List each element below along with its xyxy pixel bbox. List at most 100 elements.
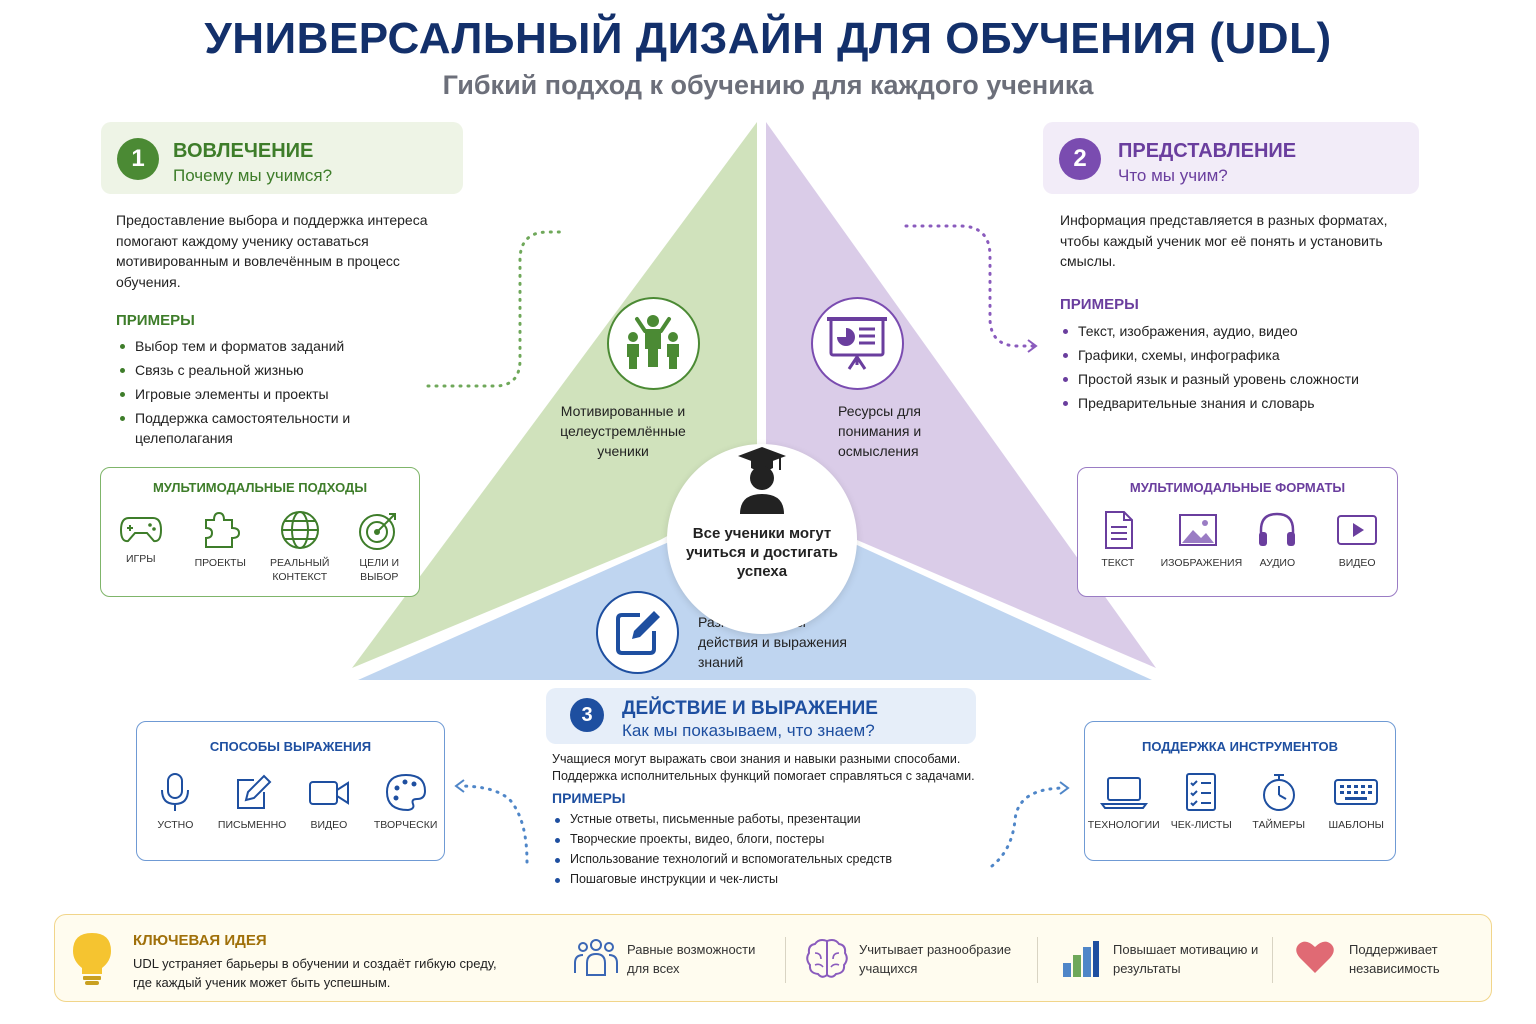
- arrow-right-bottom: [1059, 781, 1070, 795]
- feature-diversity: Учитывает разнообразие учащихся: [805, 937, 1025, 981]
- tool-timers: ТАЙМЕРЫ: [1242, 772, 1316, 832]
- expression-methods-heading: СПОСОБЫ ВЫРАЖЕНИЯ: [209, 739, 372, 754]
- approach-real-context: РЕАЛЬНЫЙ КОНТЕКСТ: [263, 510, 337, 584]
- divider: [1272, 937, 1273, 983]
- triangle-sector-engagement: [352, 122, 757, 668]
- feature-motivation: Повышает мотивацию и результаты: [1059, 937, 1259, 981]
- representation-triangle-label: Ресурсы для понимания и осмысления: [838, 403, 922, 459]
- pillar-number-1: 1: [117, 138, 159, 180]
- pillar-engagement-header: 1 ВОВЛЕЧЕНИЕ Почему мы учимся?: [101, 122, 463, 194]
- key-idea-text: UDL устраняет барьеры в обучении и созда…: [133, 956, 497, 990]
- connector-right-top: [904, 224, 1036, 348]
- approach-label: РЕАЛЬНЫЙ КОНТЕКСТ: [270, 557, 330, 583]
- palette-icon: [385, 773, 426, 812]
- format-label: ИЗОБРАЖЕНИЯ: [1160, 557, 1243, 569]
- list-item: Простой язык и разный уровень сложности: [1060, 369, 1400, 389]
- list-item: Выбор тем и форматов заданий: [117, 336, 377, 356]
- graduate-icon: [738, 447, 786, 514]
- feature-text: Поддерживает независимость: [1349, 942, 1440, 976]
- approach-projects: ПРОЕКТЫ: [183, 510, 257, 584]
- representation-circle: [811, 297, 904, 390]
- brain-icon: [806, 939, 848, 978]
- puzzle-icon: [205, 511, 241, 548]
- people-cheering-icon: [627, 315, 679, 369]
- format-label: ВИДЕО: [1338, 557, 1376, 569]
- tool-support-heading: ПОДДЕРЖКА ИНСТРУМЕНТОВ: [1142, 739, 1338, 754]
- lightbulb-icon: [73, 933, 111, 985]
- checklist-icon: [1186, 773, 1217, 811]
- page-title: УНИВЕРСАЛЬНЫЙ ДИЗАЙН ДЛЯ ОБУЧЕНИЯ (UDL): [204, 14, 1332, 63]
- divider: [785, 937, 786, 983]
- format-video: ВИДЕО: [1320, 510, 1394, 570]
- multimodal-formats-box: МУЛЬТИМОДАЛЬНЫЕ ФОРМАТЫ ТЕКСТ ИЗОБРАЖЕНИ…: [1077, 467, 1398, 597]
- approach-label: ИГРЫ: [125, 553, 156, 565]
- tool-checklists: ЧЕК-ЛИСТЫ: [1164, 772, 1238, 832]
- connector-left-top: [426, 230, 562, 388]
- edit-icon: [616, 611, 660, 655]
- page-subtitle: Гибкий подход к обучению для каждого уче…: [442, 70, 1094, 100]
- multimodal-approaches-box: МУЛЬТИМОДАЛЬНЫЕ ПОДХОДЫ ИГРЫ ПРОЕКТЫ РЕА…: [100, 467, 420, 597]
- approach-label: ЦЕЛИ И ВЫБОР: [359, 557, 400, 583]
- pillar-action-examples: Устные ответы, письменные работы, презен…: [552, 810, 972, 890]
- globe-icon: [280, 511, 319, 549]
- tool-label: ЧЕК-ЛИСТЫ: [1170, 819, 1232, 831]
- stopwatch-icon: [1262, 774, 1295, 811]
- key-idea-footer: КЛЮЧЕВАЯ ИДЕЯ UDL устраняет барьеры в об…: [54, 914, 1492, 1002]
- list-item: Связь с реальной жизнью: [117, 360, 377, 380]
- connector-left-bottom: [458, 784, 529, 864]
- pillar-engagement-examples: Выбор тем и форматов заданий Связь с реа…: [117, 336, 377, 452]
- format-label: АУДИО: [1259, 557, 1296, 569]
- feature-independence: Поддерживает независимость: [1295, 937, 1485, 981]
- pillar-representation-question: Что мы учим?: [1118, 166, 1228, 185]
- pillar-action-header: 3 ДЕЙСТВИЕ И ВЫРАЖЕНИЕ Как мы показываем…: [546, 688, 976, 744]
- format-audio: АУДИО: [1240, 510, 1314, 570]
- center-circle: Все ученики могут учиться и достигать ус…: [667, 444, 857, 634]
- center-text: Все ученики могут учиться и достигать ус…: [685, 525, 839, 580]
- document-icon: [1104, 511, 1133, 549]
- feature-text: Повышает мотивацию и результаты: [1113, 942, 1259, 976]
- approach-goals: ЦЕЛИ И ВЫБОР: [342, 510, 416, 584]
- image-icon: [1178, 514, 1217, 546]
- arrow-right-top: [1027, 339, 1038, 353]
- pillar-engagement-examples-heading: ПРИМЕРЫ: [116, 312, 195, 329]
- laptop-icon: [1099, 777, 1148, 809]
- triangle-sector-representation: [766, 122, 1156, 668]
- pillar-action-question: Как мы показываем, что знаем?: [622, 721, 875, 740]
- format-images: ИЗОБРАЖЕНИЯ: [1160, 510, 1243, 570]
- tool-label: ШАБЛОНЫ: [1328, 819, 1384, 831]
- list-item: Поддержка самостоятельности и целеполага…: [117, 408, 377, 448]
- people-icon: [574, 939, 618, 976]
- list-item: Графики, схемы, инфографика: [1060, 345, 1400, 365]
- method-written: ПИСЬМЕННО: [215, 772, 289, 832]
- pillar-representation-examples-heading: ПРИМЕРЫ: [1060, 296, 1139, 313]
- list-item: Творческие проекты, видео, блоги, постер…: [552, 830, 972, 848]
- list-item: Использование технологий и вспомогательн…: [552, 850, 972, 868]
- method-label: ПИСЬМЕННО: [217, 819, 287, 831]
- pillar-engagement-title: ВОВЛЕЧЕНИЕ: [173, 140, 314, 162]
- engagement-circle: [607, 297, 700, 390]
- pillar-representation-description: Информация представляется в разных форма…: [1060, 212, 1388, 269]
- expression-methods-box: СПОСОБЫ ВЫРАЖЕНИЯ УСТНО ПИСЬМЕННО ВИДЕО …: [136, 721, 445, 861]
- tool-label: ТЕХНОЛОГИИ: [1087, 819, 1160, 831]
- pillar-action-examples-heading: ПРИМЕРЫ: [552, 790, 626, 806]
- pillar-representation-examples: Текст, изображения, аудио, видео Графики…: [1060, 321, 1400, 417]
- method-label: УСТНО: [157, 819, 194, 831]
- pillar-engagement-description: Предоставление выбора и поддержка интере…: [116, 212, 428, 290]
- divider: [1037, 937, 1038, 983]
- pillar-representation-title: ПРЕДСТАВЛЕНИЕ: [1118, 140, 1297, 162]
- presentation-board-icon: [827, 317, 887, 370]
- heart-icon: [1296, 941, 1334, 973]
- list-item: Устные ответы, письменные работы, презен…: [552, 810, 972, 828]
- approach-games: ИГРЫ: [104, 510, 178, 584]
- tool-support-box: ПОДДЕРЖКА ИНСТРУМЕНТОВ ТЕХНОЛОГИИ ЧЕК-ЛИ…: [1084, 721, 1396, 861]
- pillar-action-title: ДЕЙСТВИЕ И ВЫРАЖЕНИЕ: [622, 698, 878, 719]
- multimodal-approaches-heading: МУЛЬТИМОДАЛЬНЫЕ ПОДХОДЫ: [152, 480, 368, 495]
- method-oral: УСТНО: [138, 772, 212, 832]
- headphones-icon: [1259, 512, 1296, 546]
- feature-text: Учитывает разнообразие учащихся: [859, 942, 1012, 976]
- engagement-triangle-label: Мотивированные и целеустремлённые ученик…: [560, 403, 686, 459]
- bar-chart-icon: [1063, 941, 1099, 977]
- tool-label: ТАЙМЕРЫ: [1252, 819, 1306, 831]
- target-icon: [359, 513, 397, 550]
- pillar-number-3: 3: [570, 698, 604, 732]
